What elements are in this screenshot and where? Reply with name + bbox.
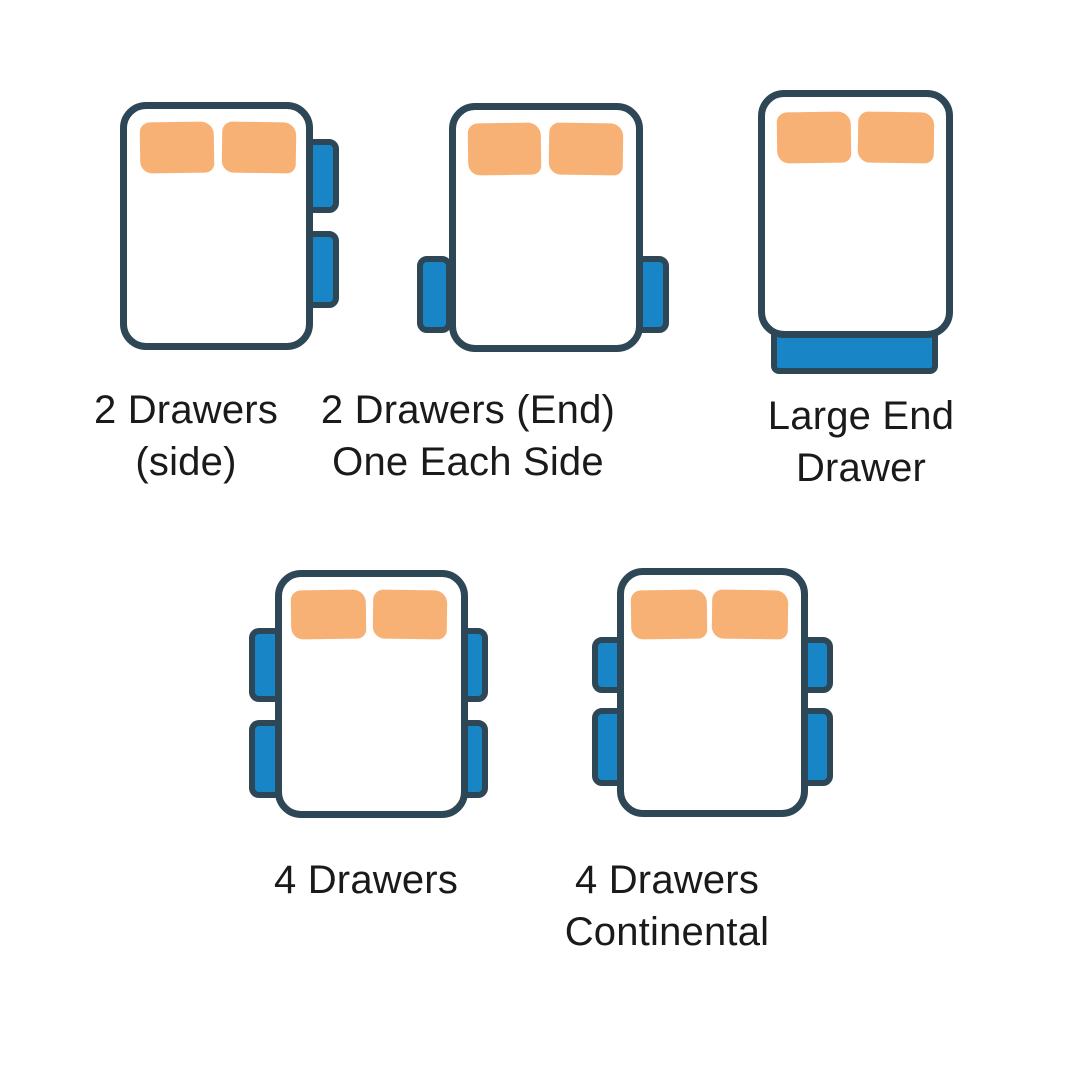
pillow-icon-left bbox=[467, 122, 542, 176]
label-line: 4 Drawers bbox=[574, 858, 760, 902]
bed-icon bbox=[120, 102, 313, 350]
figure-label: 4 Drawers bbox=[246, 854, 486, 906]
pillow-icon-left bbox=[139, 121, 215, 174]
pillow-icon-left bbox=[290, 589, 367, 640]
pillow-icon-right bbox=[857, 111, 935, 164]
pillow-icon-left bbox=[776, 111, 852, 164]
label-line: (side) bbox=[135, 440, 237, 484]
pillow-icon-right bbox=[372, 589, 448, 640]
pillow-icon-right bbox=[548, 122, 624, 176]
bed-icon bbox=[758, 90, 953, 338]
label-line: 2 Drawers (End) bbox=[320, 388, 616, 432]
label-line: Continental bbox=[564, 910, 770, 954]
pillow-icon-right bbox=[711, 589, 789, 640]
label-line: Drawer bbox=[795, 446, 927, 490]
figure-label: 2 Drawers (End) One Each Side bbox=[298, 384, 638, 488]
bed-icon bbox=[617, 568, 808, 817]
label-line: One Each Side bbox=[332, 440, 604, 484]
bed-icon bbox=[275, 570, 468, 818]
bed-icon bbox=[449, 103, 643, 352]
label-line: 4 Drawers bbox=[273, 858, 459, 902]
figure-label: 4 Drawers Continental bbox=[517, 854, 817, 958]
figure-label: 2 Drawers (side) bbox=[66, 384, 306, 488]
label-line: 2 Drawers bbox=[93, 388, 279, 432]
pillow-icon-left bbox=[630, 589, 708, 640]
figure-label: Large End Drawer bbox=[741, 390, 981, 494]
label-line: Large End bbox=[767, 394, 955, 438]
pillow-icon-right bbox=[221, 121, 297, 174]
drawer-icon-left-end bbox=[417, 256, 452, 333]
